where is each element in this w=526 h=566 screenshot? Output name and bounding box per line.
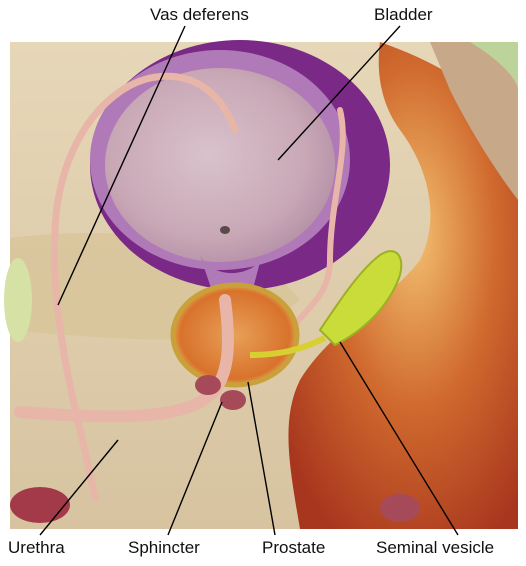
anal-sphincter — [380, 494, 420, 522]
label-prostate: Prostate — [262, 538, 325, 558]
ureter-opening — [220, 226, 230, 234]
sphincter-muscle-right — [220, 390, 246, 410]
label-bladder: Bladder — [374, 5, 433, 25]
label-seminal-vesicle: Seminal vesicle — [376, 538, 494, 558]
sphincter-muscle-left — [195, 375, 221, 395]
prostate-gland — [173, 285, 297, 385]
label-sphincter: Sphincter — [128, 538, 200, 558]
label-urethra: Urethra — [8, 538, 65, 558]
left-tissue — [4, 258, 32, 342]
penile-bulb — [10, 487, 70, 523]
label-vas-deferens: Vas deferens — [150, 5, 249, 25]
